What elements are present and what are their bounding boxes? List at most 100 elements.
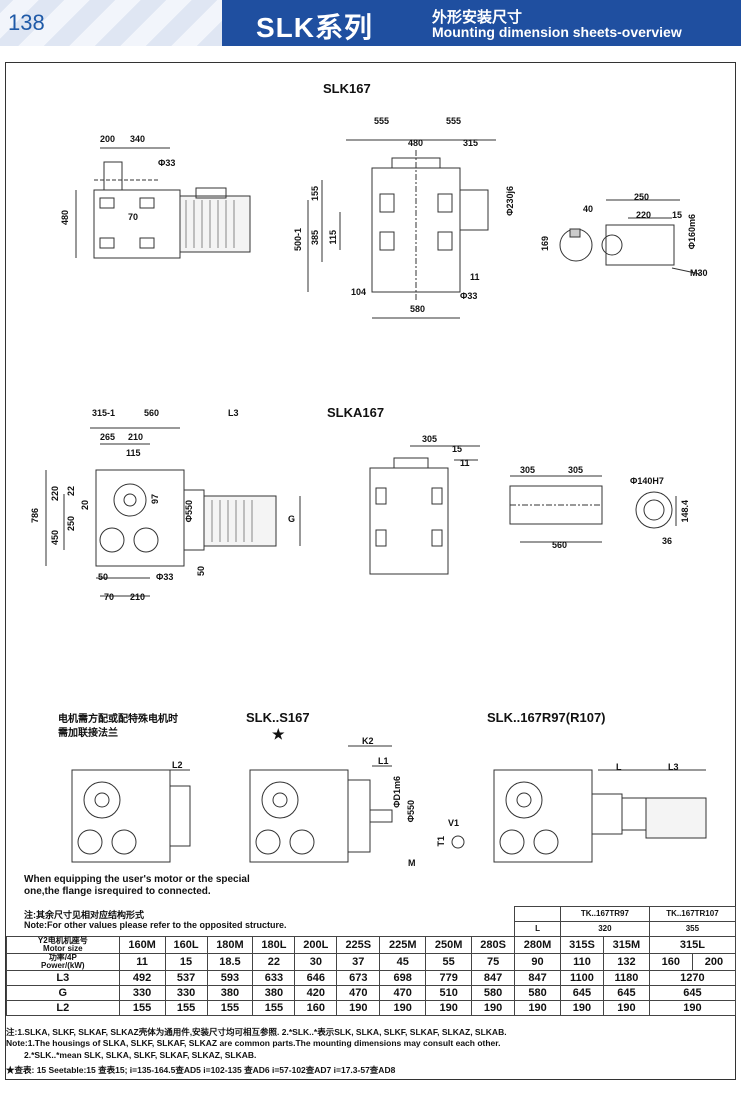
dim-label: L2 xyxy=(172,760,183,770)
dim-label: 220 xyxy=(636,210,652,220)
dim-label: 15 xyxy=(672,210,683,220)
power-label-cn: 功率/4P xyxy=(48,953,77,962)
slka167-front-view xyxy=(369,445,480,575)
dim-label: Φ550 xyxy=(184,500,194,523)
dim-label: M xyxy=(408,858,416,868)
dim-label: K2 xyxy=(362,736,374,746)
table-cell: 22 xyxy=(252,953,296,971)
table-cell: 30 xyxy=(294,953,338,971)
motor-note-cn-1: 电机需方配或配特殊电机时 xyxy=(58,714,178,725)
table-cell: 580 xyxy=(471,985,516,1001)
dim-label: 305 xyxy=(422,434,438,444)
page-number: 138 xyxy=(8,10,45,35)
l-val-1: 320 xyxy=(559,921,650,937)
dim-label: Φ140H7 xyxy=(630,476,664,486)
table-cell: 75 xyxy=(471,953,516,971)
table-cell: 190 xyxy=(648,1000,737,1016)
l-label: L xyxy=(514,921,561,937)
dim-label: 70 xyxy=(128,212,139,222)
power-label: 功率/4P Power/(kW) xyxy=(6,953,120,971)
table-cell: 180M xyxy=(206,936,254,954)
dim-label: 70 xyxy=(104,592,115,602)
model-slk167: SLK167 xyxy=(323,81,371,96)
dim-label: 50 xyxy=(196,566,206,577)
table-cell: 110 xyxy=(559,953,604,971)
dim-label: 555 xyxy=(446,116,462,126)
motor-note-cn-2: 需加联接法兰 xyxy=(58,728,118,739)
model-slks167: SLK..S167 xyxy=(246,710,310,725)
table-cell: 190 xyxy=(559,1000,604,1016)
dim-label: 104 xyxy=(351,287,367,297)
shaft-detail xyxy=(559,199,701,275)
table-cell: 673 xyxy=(336,970,381,986)
table-cell: 180L xyxy=(252,936,296,954)
dim-label: 20 xyxy=(80,500,90,511)
row-label: L3 xyxy=(6,970,120,986)
header-band xyxy=(222,0,741,46)
table-cell: 593 xyxy=(206,970,254,986)
table-cell: 155 xyxy=(118,1000,166,1016)
model-slk167r97: SLK..167R97(R107) xyxy=(487,710,606,725)
footnote-2: Note:1.The housings of SLKA, SLKF, SLKAF… xyxy=(6,1038,501,1048)
table-row: L2 155 155 155 155 160 190 190 190 190 1… xyxy=(6,1000,737,1016)
table-cell: 1100 xyxy=(559,970,604,986)
slks167-view xyxy=(249,745,465,863)
table-cell: 200L xyxy=(294,936,338,954)
table-cell: 160M xyxy=(118,936,166,954)
dimension-table: TK..167TR97 TK..167TR107 L 320 355 Y2电机机… xyxy=(6,906,737,1016)
dim-label: G xyxy=(288,514,296,524)
footnote-4: ★查表: 15 Seetable:15 查表15; i=135-164.5查AD… xyxy=(6,1065,396,1075)
dim-label: 480 xyxy=(60,210,70,226)
table-cell: 646 xyxy=(294,970,338,986)
table-cell: 155 xyxy=(206,1000,254,1016)
table-cell: 190 xyxy=(425,1000,473,1016)
dim-label: Φ160m6 xyxy=(687,214,697,250)
dim-label: 15 xyxy=(452,444,463,454)
dim-label: Φ33 xyxy=(158,158,176,168)
dim-label: 97 xyxy=(150,494,160,505)
table-cell: 380 xyxy=(206,985,254,1001)
dim-label: 115 xyxy=(126,448,141,458)
table-cell: 190 xyxy=(602,1000,650,1016)
model-slka167: SLKA167 xyxy=(327,405,385,420)
table-cell: 250M xyxy=(425,936,473,954)
dim-label: 11 xyxy=(460,458,470,468)
table-cell: 698 xyxy=(379,970,427,986)
table-cell: 315M xyxy=(602,936,650,954)
dim-label: 315 xyxy=(463,138,479,148)
dim-label: L xyxy=(616,762,622,772)
table-cell: 645 xyxy=(648,985,737,1001)
table-cell: 492 xyxy=(118,970,166,986)
slka167-side-view xyxy=(45,427,301,597)
table-cell: 510 xyxy=(425,985,473,1001)
page-header: 138 SLK系列 外形安装尺寸 Mounting dimension shee… xyxy=(0,0,741,46)
table-cell: 330 xyxy=(164,985,208,1001)
table-cell: 330 xyxy=(118,985,166,1001)
table-cell: 470 xyxy=(379,985,427,1001)
other-note-cn: 注:其余尺寸见相对应结构形式 xyxy=(24,910,144,920)
dim-label: 250 xyxy=(66,516,76,532)
tk-head-2: TK..167TR107 xyxy=(648,906,737,922)
dim-label: L3 xyxy=(668,762,679,772)
other-note-en: Note:For other values please refer to th… xyxy=(24,920,287,930)
dim-label: Φ33 xyxy=(460,291,478,301)
table-cell: 225S xyxy=(336,936,381,954)
table-cell: 315L xyxy=(648,936,737,954)
power-label-en: Power/(kW) xyxy=(41,961,85,970)
hollow-shaft-detail xyxy=(509,475,677,543)
table-cell: 280M xyxy=(514,936,561,954)
table-cell: 645 xyxy=(559,985,604,1001)
dim-label: 169 xyxy=(540,236,550,252)
table-cell: 190 xyxy=(336,1000,381,1016)
dim-label: 560 xyxy=(144,408,160,418)
table-cell: 847 xyxy=(514,970,561,986)
dim-label: 36 xyxy=(662,536,673,546)
dim-label: Φ550 xyxy=(406,800,416,823)
dim-label: M30 xyxy=(690,268,708,278)
table-cell: 155 xyxy=(252,1000,296,1016)
table-cell: 90 xyxy=(514,953,561,971)
row-label: L2 xyxy=(6,1000,120,1016)
row-label: G xyxy=(6,985,120,1001)
table-cell: 779 xyxy=(425,970,473,986)
dim-label: 305 xyxy=(520,465,536,475)
